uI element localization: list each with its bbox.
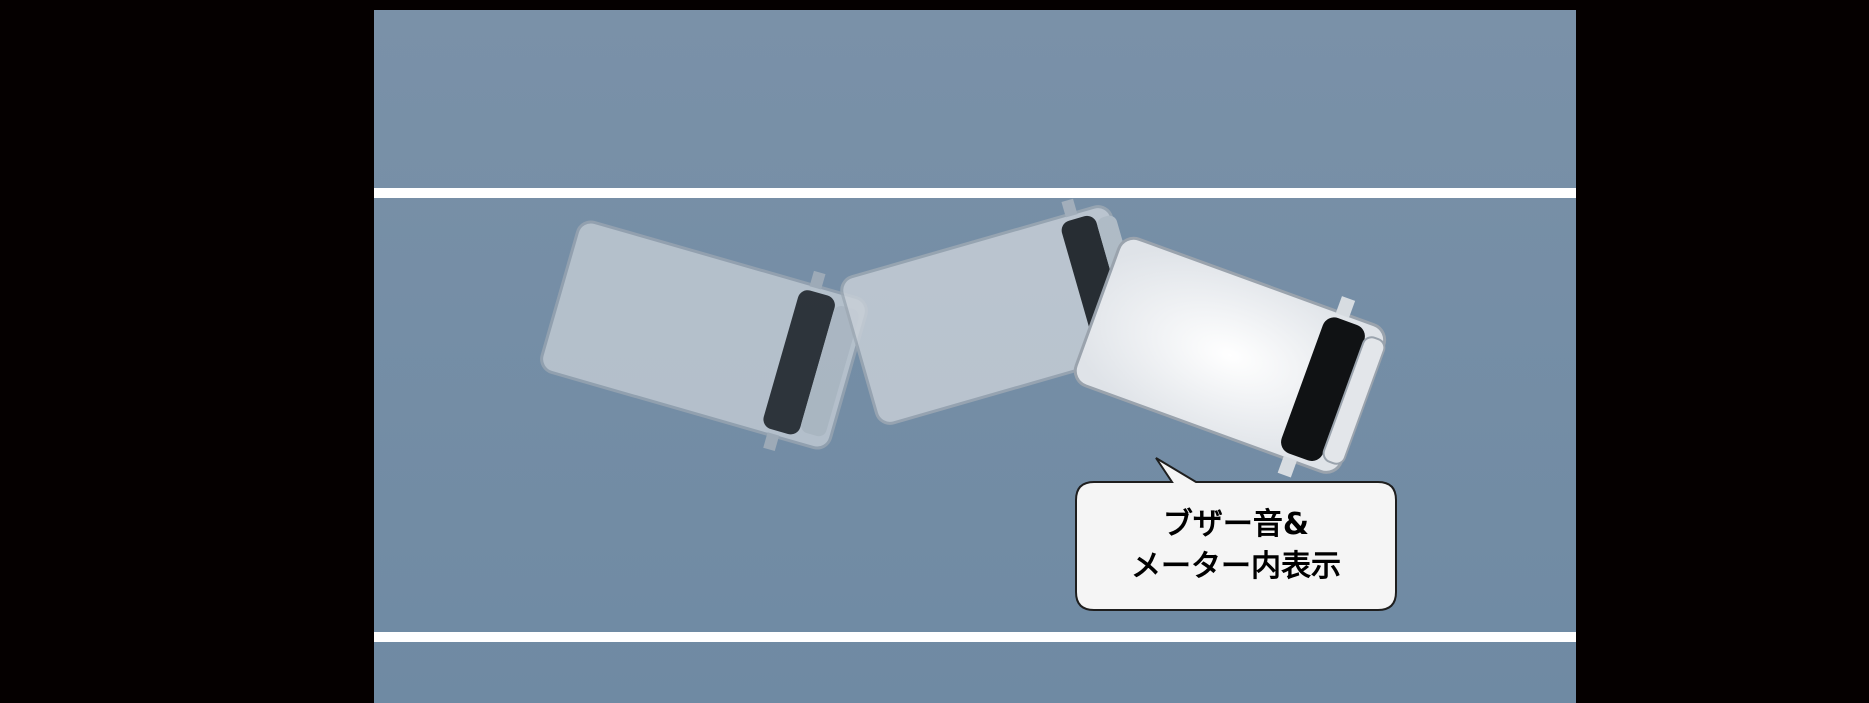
parking-scene: ブザー音& メーター内表示 <box>374 10 1576 703</box>
speech-bubble-icon <box>1075 457 1397 611</box>
road-illustration <box>374 10 1576 703</box>
callout-line-1: ブザー音& <box>1162 507 1310 542</box>
warning-callout: ブザー音& メーター内表示 <box>1076 482 1396 610</box>
lane-line-bottom <box>374 632 1576 642</box>
lane-line-top <box>374 188 1576 198</box>
vehicle-icon <box>540 220 868 451</box>
vehicle-icon <box>1073 236 1387 478</box>
callout-line-2: メーター内表示 <box>1131 549 1341 584</box>
